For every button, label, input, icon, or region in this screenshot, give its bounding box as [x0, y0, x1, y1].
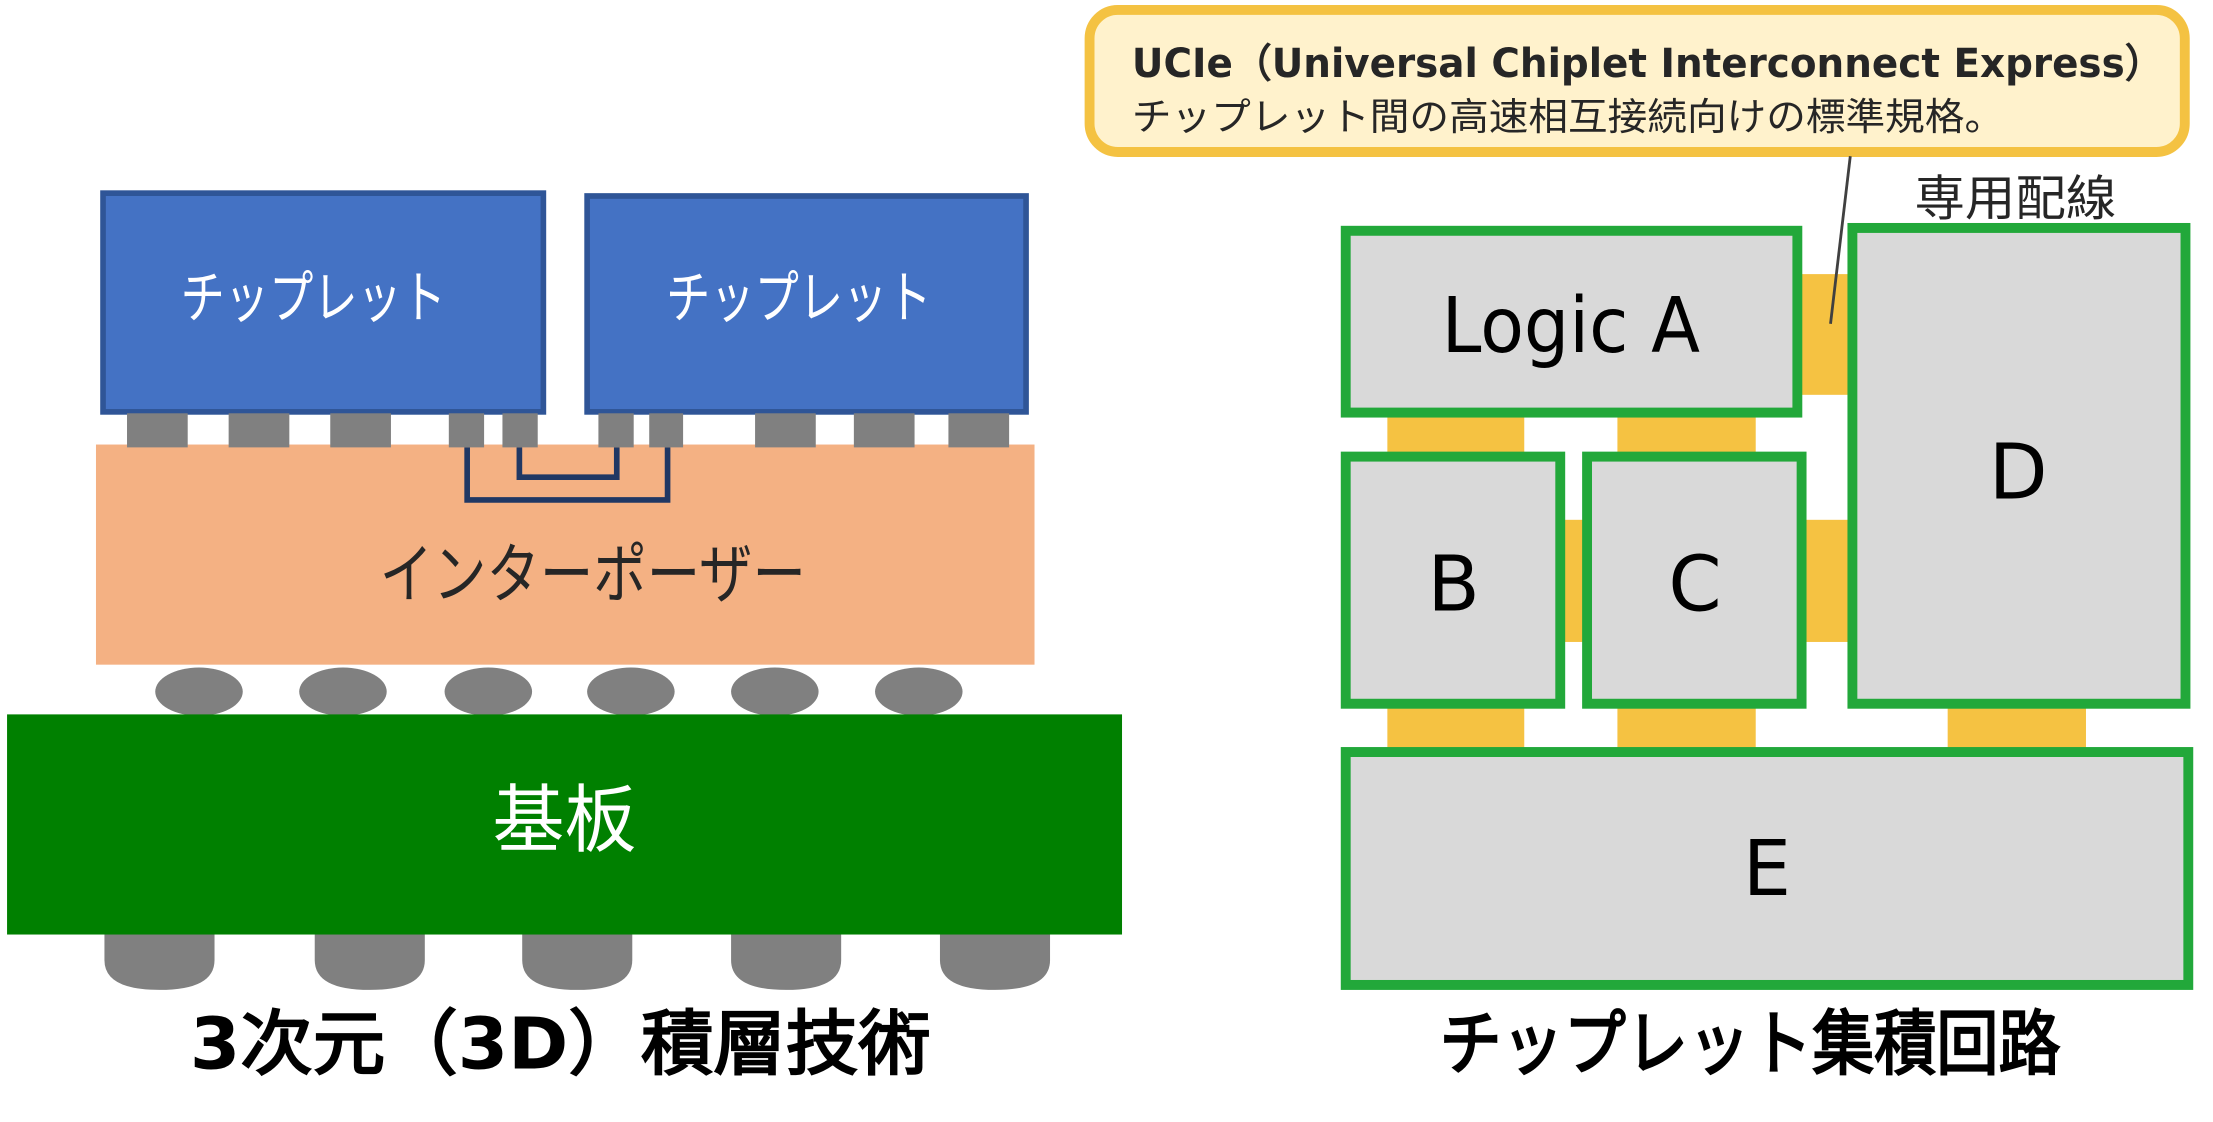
- solder-bump: [155, 667, 243, 716]
- substrate-label: 基板: [493, 778, 637, 863]
- link-c-d: [1802, 519, 1851, 642]
- link-logic-a-c: [1617, 414, 1756, 458]
- stacking-caption: 3次元（3D）積層技術: [190, 1002, 931, 1085]
- micro-bump: [948, 413, 1010, 448]
- package-ball: [731, 931, 842, 990]
- interposer-wire-outer: [464, 447, 671, 503]
- chiplet-ic-caption: チップレット集積回路: [1440, 1002, 2061, 1085]
- solder-bump: [875, 667, 963, 716]
- substrate: [7, 714, 1123, 935]
- chiplet-ic-diagram: UCIe（Universal Chiplet Interconnect Expr…: [1084, 4, 2194, 1086]
- package-ball: [104, 931, 215, 990]
- chiplet-1-label: チップレット: [181, 265, 446, 331]
- chiplet-2: [584, 193, 1029, 415]
- block-d-label: D: [1989, 428, 2048, 517]
- block-b-label: B: [1428, 541, 1480, 630]
- block-e-label: E: [1743, 825, 1791, 914]
- micro-bump: [755, 413, 816, 448]
- solder-bump: [444, 667, 533, 716]
- micro-bump: [853, 413, 915, 448]
- micro-bump: [228, 413, 290, 448]
- interposer-wire-inner: [516, 447, 620, 481]
- micro-bump: [598, 413, 634, 448]
- package-ball: [939, 931, 1051, 990]
- interposer: [95, 444, 1035, 665]
- solder-bump: [731, 667, 819, 716]
- block-c: [1582, 451, 1807, 709]
- link-c-e: [1617, 704, 1756, 752]
- block-logic-a-label: Logic A: [1442, 282, 1700, 371]
- package-ball: [522, 931, 633, 990]
- block-c-label: C: [1668, 541, 1721, 630]
- stacking-diagram: インターポーザー チップレット チップレット 基板 3次元（3D: [7, 190, 1123, 1086]
- dedicated-wiring-label: 専用配線: [1914, 171, 2116, 227]
- micro-bump: [649, 413, 684, 448]
- block-d: [1847, 222, 2191, 709]
- link-d-e: [1947, 704, 2086, 752]
- micro-bump: [127, 413, 188, 448]
- link-b-e: [1387, 704, 1525, 752]
- interposer-label: インターポーザー: [380, 538, 806, 613]
- micro-bump: [448, 413, 485, 448]
- link-logic-a-d: [1799, 274, 1851, 395]
- solder-bump: [299, 667, 387, 716]
- ucie-callout-description: チップレット間の高速相互接続向けの標準規格。: [1132, 96, 2004, 140]
- block-logic-a: [1340, 225, 1803, 418]
- package-ball: [314, 931, 425, 990]
- micro-bump: [502, 413, 538, 448]
- block-e: [1340, 747, 2194, 990]
- link-logic-a-b: [1387, 414, 1525, 458]
- ucie-callout-title: UCIe（Universal Chiplet Interconnect Expr…: [1132, 41, 2164, 87]
- solder-bump: [587, 667, 675, 716]
- chiplet-2-label: チップレット: [666, 265, 931, 331]
- chiplet-1: [100, 190, 547, 415]
- callout-pointer-line: [1829, 156, 1852, 324]
- ucie-callout: [1084, 4, 2190, 157]
- block-b: [1340, 451, 1566, 709]
- micro-bump: [330, 413, 391, 448]
